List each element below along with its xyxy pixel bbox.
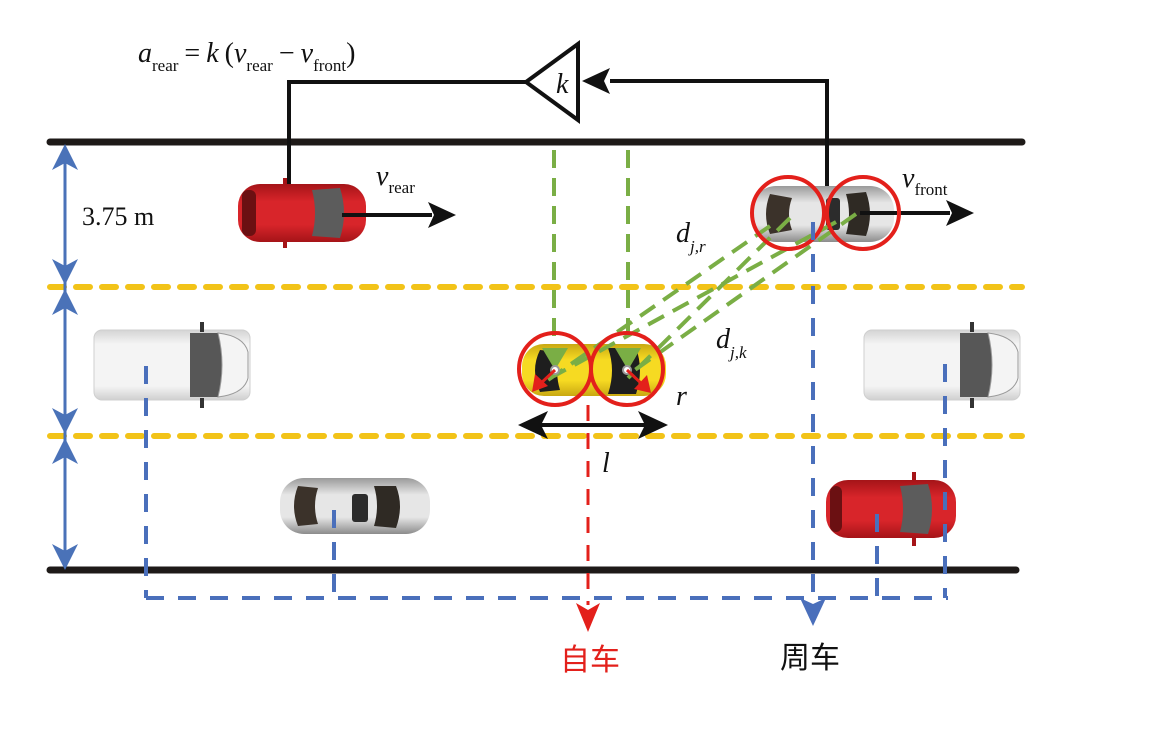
distance-lines <box>546 150 858 382</box>
legend-surrounding-label: 周车 <box>780 641 840 676</box>
distance-line <box>546 224 772 382</box>
legend-ego-label: 自车 <box>560 643 620 678</box>
ego-marker <box>542 348 568 370</box>
velocity-rear-label: vrear <box>376 161 415 197</box>
ego-front-circle <box>589 331 665 407</box>
lane-width-arrows <box>52 144 78 570</box>
van-right <box>863 322 1021 408</box>
distance-label-jk: dj,k <box>716 324 747 362</box>
surrounding-path-arrow <box>800 598 826 626</box>
arrow-head <box>52 289 78 315</box>
gain-label: k <box>556 69 569 100</box>
van-left <box>93 322 251 408</box>
distance-line <box>553 220 837 378</box>
arrow-head <box>52 408 78 434</box>
surrounding-paths <box>144 222 948 600</box>
length-label: l <box>602 448 610 479</box>
ego-path-arrow <box>576 603 600 632</box>
velocity-rear-arrow <box>342 202 456 228</box>
formula: arear=k(vrear−vfront) <box>138 38 355 75</box>
ego-radius-arrows <box>532 365 651 393</box>
velocity-front-label: vfront <box>902 163 948 199</box>
arrow-head <box>52 438 78 464</box>
arrow-head <box>52 544 78 570</box>
gain-block <box>522 40 580 124</box>
rear-car <box>238 178 366 248</box>
feedback-arrow-head <box>582 68 610 94</box>
distance-line <box>626 216 792 380</box>
lane-width-label: 3.75 m <box>82 202 154 231</box>
sedan-bottom <box>280 478 430 534</box>
arrow-head <box>52 144 78 170</box>
red-car-bottom <box>826 472 956 546</box>
velocity-front-arrow <box>860 200 974 226</box>
distance-line <box>630 212 858 374</box>
front-car-rear-circle <box>750 175 826 251</box>
radius-label: r <box>676 381 687 412</box>
ego-length-arrow <box>518 411 668 439</box>
front-car-front-circle <box>825 175 901 251</box>
ego-marker <box>615 348 641 370</box>
feedback-loop <box>287 79 829 220</box>
distance-label-jr: dj,r <box>676 218 706 256</box>
collision-circles <box>517 175 901 407</box>
arrow-head <box>52 259 78 285</box>
